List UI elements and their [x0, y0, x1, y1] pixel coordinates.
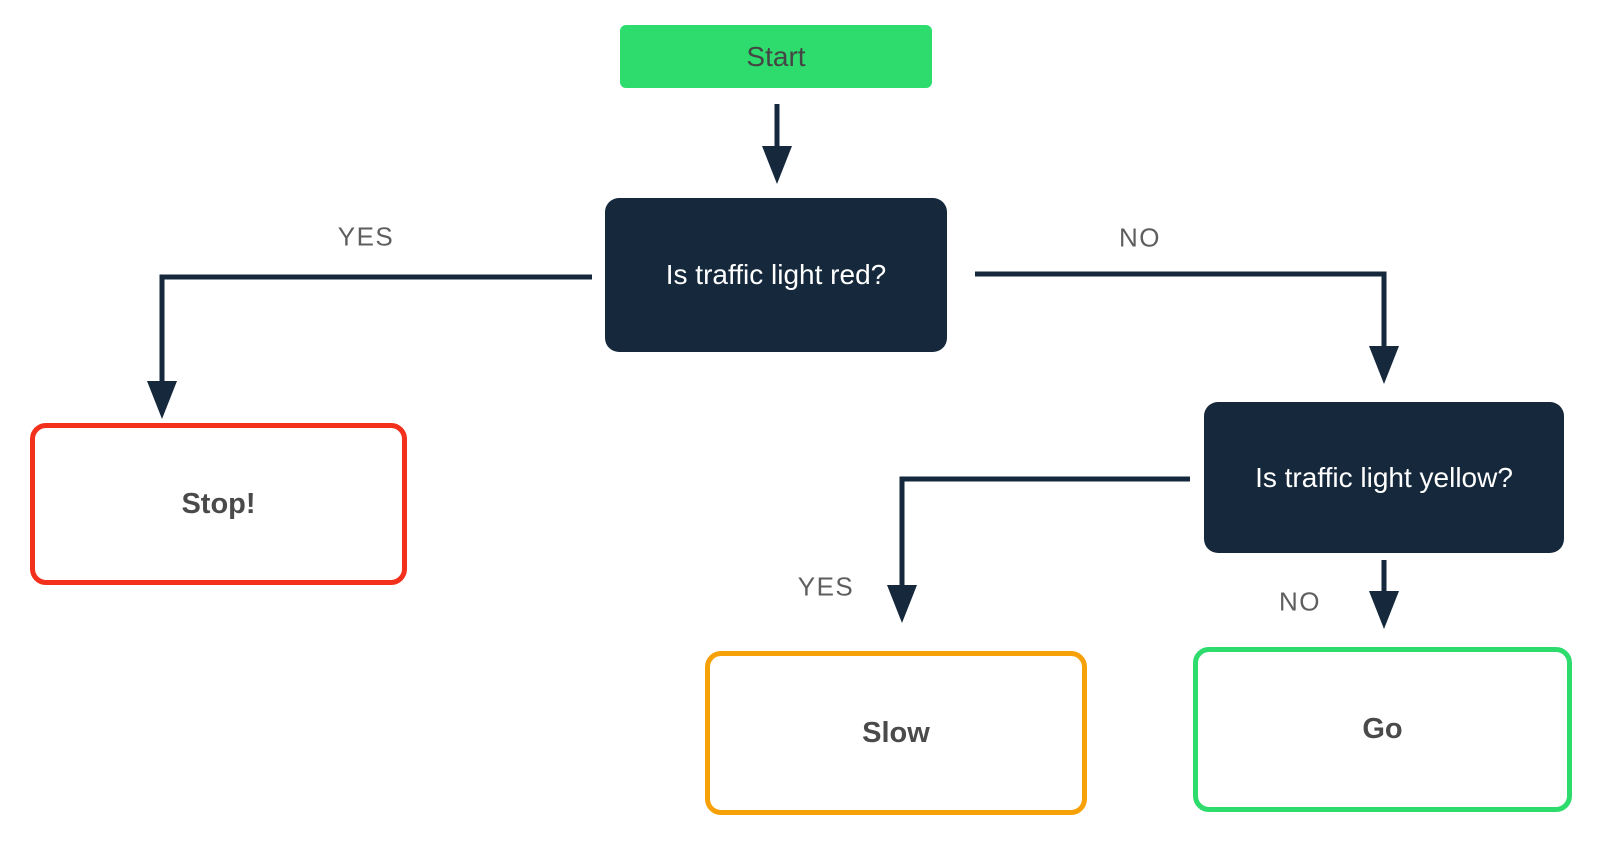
edge-q-red-to-q-yellow — [975, 271, 1399, 384]
node-stop: Stop! — [30, 423, 407, 585]
edge-label-yes-yellow: YES — [797, 571, 855, 602]
node-go: Go — [1193, 647, 1572, 812]
node-go-label: Go — [1362, 713, 1403, 745]
node-q-red-label: Is traffic light red? — [665, 259, 887, 290]
node-q-yellow-label: Is traffic light yellow? — [1255, 461, 1513, 493]
node-slow: Slow — [705, 651, 1087, 815]
node-stop-label: Stop! — [181, 487, 256, 520]
node-slow-label: Slow — [862, 716, 930, 749]
edge-q-yellow-to-slow — [887, 476, 1190, 623]
node-is-traffic-light-red: Is traffic light red? — [605, 198, 947, 352]
edge-label-no-yellow: NO — [1279, 586, 1321, 617]
edge-q-yellow-to-go — [1369, 560, 1399, 629]
edge-label-no-red: NO — [1119, 222, 1161, 253]
edge-q-red-to-stop — [147, 274, 592, 419]
node-start-label: Start — [746, 40, 806, 72]
edge-start-to-q-red — [762, 104, 792, 184]
edge-label-yes-red: YES — [337, 221, 395, 252]
node-is-traffic-light-yellow: Is traffic light yellow? — [1204, 402, 1564, 553]
node-start: Start — [620, 25, 932, 88]
